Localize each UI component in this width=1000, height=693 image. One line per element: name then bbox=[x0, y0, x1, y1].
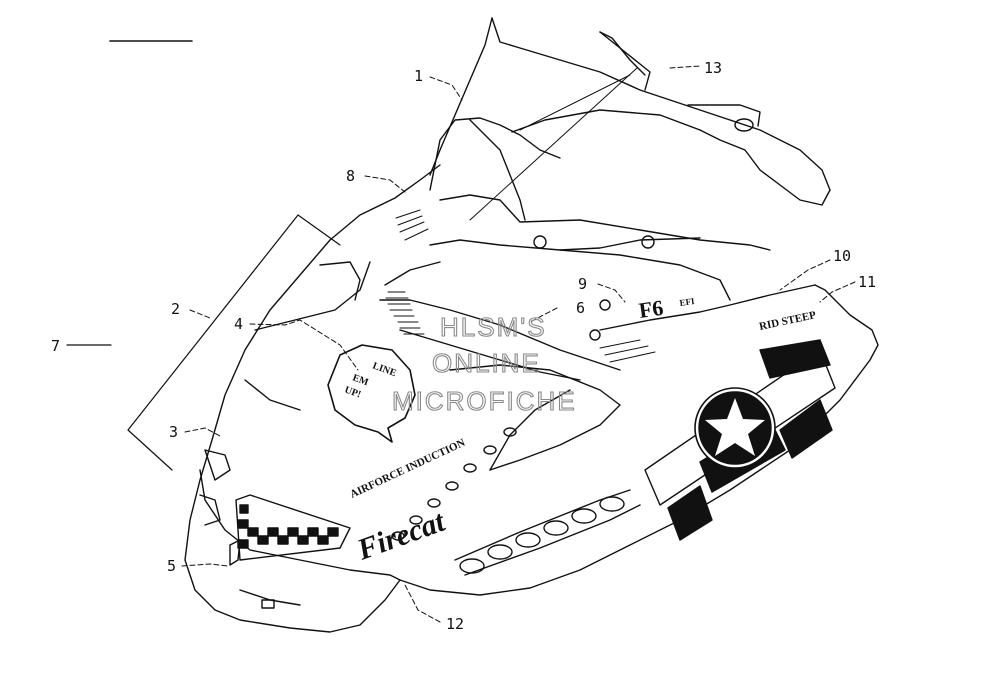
decal-model-text: F6 bbox=[637, 295, 665, 323]
vent-slats bbox=[385, 209, 656, 363]
watermark-line1: HLSM'S bbox=[440, 312, 547, 342]
decal-efi-text: EFI bbox=[679, 296, 696, 308]
decal-script-text: Firecat bbox=[352, 504, 450, 567]
hood-body bbox=[184, 164, 879, 633]
watermark-line2: ONLINE bbox=[432, 348, 541, 378]
callout-11: 11 bbox=[858, 273, 876, 291]
checker-stripe bbox=[235, 494, 351, 561]
callout-12: 12 bbox=[446, 615, 464, 633]
callout-6: 6 bbox=[576, 299, 585, 317]
small-vents bbox=[391, 299, 611, 541]
hood-ridges bbox=[379, 261, 621, 471]
leader-lines bbox=[181, 65, 856, 623]
watermark-line3: MICROFICHE bbox=[392, 386, 577, 416]
callout-10: 10 bbox=[833, 247, 851, 265]
console bbox=[429, 109, 771, 301]
decal-line2-text: EM bbox=[351, 372, 370, 388]
callout-1: 1 bbox=[414, 67, 423, 85]
callout-13: 13 bbox=[704, 59, 722, 77]
vent-holes bbox=[454, 489, 641, 576]
windshield bbox=[429, 17, 831, 206]
leader-13 bbox=[469, 67, 638, 221]
callout-5: 5 bbox=[167, 557, 176, 575]
callout-2: 2 bbox=[171, 300, 180, 318]
decal-bracket bbox=[127, 214, 341, 471]
callout-4: 4 bbox=[234, 315, 243, 333]
decal-ridesteep-text: RID STEEP bbox=[758, 309, 817, 333]
callout-7: 7 bbox=[51, 337, 60, 355]
callout-3: 3 bbox=[169, 423, 178, 441]
decal-round bbox=[327, 344, 416, 443]
callout-9: 9 bbox=[578, 275, 587, 293]
decal-line3-text: UP! bbox=[343, 384, 362, 400]
decal-airforce-text: AIRFORCE INDUCTION bbox=[348, 437, 467, 501]
decal-line1-text: LINE bbox=[371, 360, 398, 379]
callout-8: 8 bbox=[346, 167, 355, 185]
star-emblem bbox=[644, 339, 836, 541]
leader-13b bbox=[519, 74, 631, 131]
